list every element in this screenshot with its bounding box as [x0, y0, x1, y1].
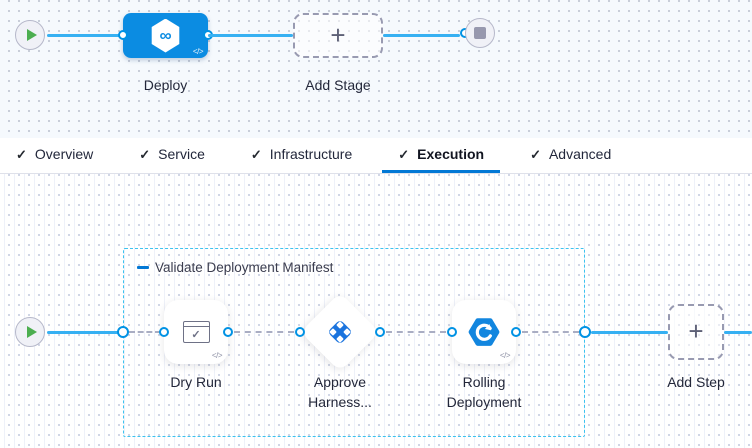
connector-dashed — [386, 331, 446, 333]
pipeline-end-node — [465, 18, 495, 48]
tab-overview[interactable]: ✓ Overview — [16, 146, 94, 162]
pipeline-start-node — [15, 20, 45, 50]
stop-icon — [474, 27, 486, 39]
add-stage-button[interactable]: + — [293, 13, 383, 58]
play-icon — [26, 326, 37, 338]
connector-dashed — [234, 331, 294, 333]
harness-approval-icon — [329, 321, 351, 343]
execution-start-node — [15, 317, 45, 347]
connector-line — [47, 331, 119, 334]
collapse-group-icon[interactable] — [137, 266, 149, 269]
yaml-view-icon[interactable]: </> — [211, 351, 223, 360]
play-icon — [26, 29, 37, 41]
node-port[interactable] — [159, 327, 169, 337]
node-port[interactable] — [375, 327, 385, 337]
stage-label: Deploy — [143, 77, 188, 93]
stage-node-deploy[interactable]: ∞ </> — [123, 13, 208, 58]
stage-graph-canvas[interactable]: ∞ </> + Deploy Add Stage — [0, 0, 752, 138]
connector-line — [591, 331, 668, 334]
connector-dashed — [129, 331, 161, 333]
connector-line — [383, 34, 460, 37]
node-port[interactable] — [447, 327, 457, 337]
step-group-title: Validate Deployment Manifest — [155, 260, 334, 275]
node-port[interactable] — [295, 327, 305, 337]
step-label: Rolling Deployment — [446, 374, 522, 411]
execution-graph-canvas[interactable]: Validate Deployment Manifest ✓ </> — [0, 174, 752, 448]
step-group-validate-deployment-manifest[interactable]: Validate Deployment Manifest — [123, 248, 585, 437]
add-step-button[interactable]: + — [668, 304, 724, 360]
yaml-view-icon[interactable]: </> — [499, 351, 511, 360]
add-step-label: Add Step — [667, 374, 725, 390]
tab-service[interactable]: ✓ Service — [139, 146, 205, 162]
node-port[interactable] — [511, 327, 521, 337]
check-icon: ✓ — [530, 146, 541, 162]
add-stage-label: Add Stage — [305, 77, 371, 93]
plus-icon: + — [330, 19, 346, 50]
node-port[interactable] — [223, 327, 233, 337]
connector-line — [724, 331, 752, 334]
dry-run-manifest-icon: ✓ — [182, 321, 210, 343]
cd-stage-icon: ∞ — [151, 18, 180, 53]
check-icon: ✓ — [398, 146, 410, 162]
group-entry-port[interactable] — [117, 326, 129, 338]
node-port[interactable] — [118, 30, 128, 40]
tab-infrastructure[interactable]: ✓ Infrastructure — [250, 146, 353, 162]
connector-line — [47, 34, 125, 37]
tab-advanced[interactable]: ✓ Advanced — [530, 146, 612, 162]
rolling-deployment-icon — [468, 318, 500, 346]
tab-execution[interactable]: ✓ Execution — [382, 138, 501, 173]
step-label: Approve Harness... — [308, 374, 372, 411]
step-label: Dry Run — [170, 374, 222, 390]
check-icon: ✓ — [139, 146, 151, 162]
connector-dashed — [522, 331, 579, 333]
connector-line — [208, 34, 293, 37]
check-icon: ✓ — [16, 146, 27, 162]
plus-icon: + — [688, 316, 704, 346]
step-node-dry-run[interactable]: ✓ </> — [164, 300, 228, 364]
step-group-header[interactable]: Validate Deployment Manifest — [137, 260, 333, 275]
group-exit-port[interactable] — [579, 326, 591, 338]
step-node-rolling-deployment[interactable]: </> — [452, 300, 516, 364]
stage-config-tabs: ✓ Overview ✓ Service ✓ Infrastructure ✓ … — [0, 138, 752, 174]
yaml-view-icon[interactable]: </> — [192, 47, 204, 56]
step-node-approve-harness[interactable] — [300, 292, 380, 372]
check-icon: ✓ — [250, 146, 262, 162]
